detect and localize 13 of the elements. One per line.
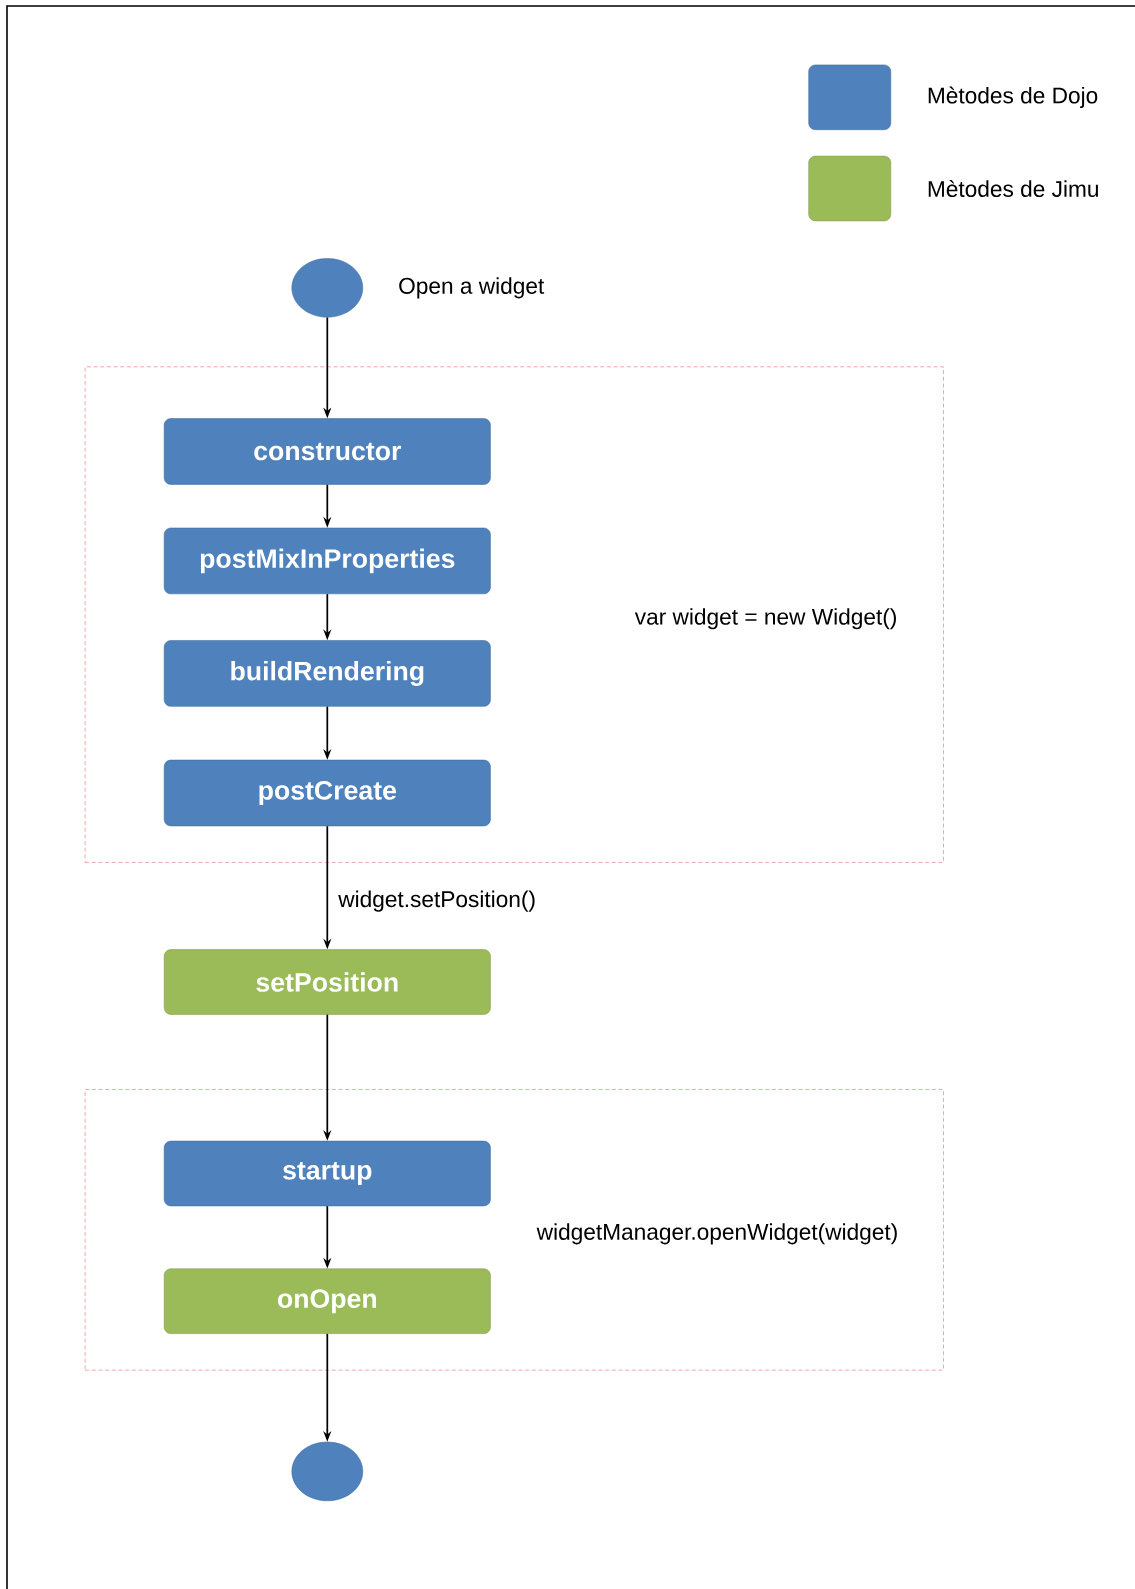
method-box: setPosition [163,949,491,1015]
method-box: postMixInProperties [163,527,491,595]
method-box: buildRendering [163,640,491,707]
node-caption: Open a widget [399,277,545,299]
edge-label: widget.setPosition() [335,887,539,915]
legend-label: Mètodes de Jimu [928,180,1098,197]
method-box: postCreate [163,759,491,827]
method-box: onOpen [163,1268,491,1334]
method-box: constructor [163,418,491,485]
legend-label: Mètodes de Dojo [928,86,1098,108]
terminal-circle [291,258,364,318]
method-box: startup [163,1140,491,1207]
terminal-circle [291,1441,364,1502]
